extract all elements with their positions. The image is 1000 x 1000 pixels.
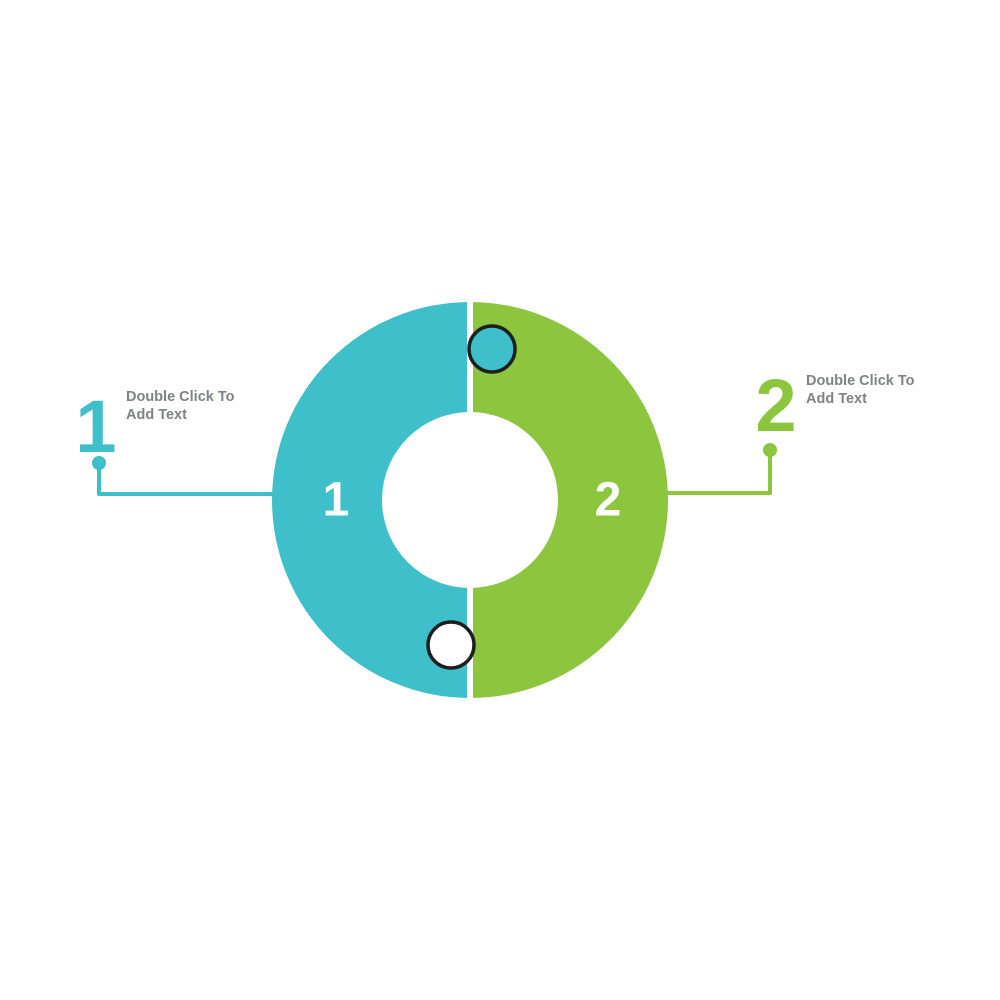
callout-2-number: 2 — [755, 364, 796, 447]
puzzle-tab-top-icon — [467, 324, 517, 374]
callout-2-text-line2[interactable]: Add Text — [806, 391, 867, 407]
callout-1-number: 1 — [75, 385, 116, 468]
donut-segment-1[interactable] — [272, 302, 470, 698]
callout-2-dot-icon — [763, 443, 777, 457]
callout-1-text-line2[interactable]: Add Text — [126, 407, 187, 423]
segment-seam — [467, 300, 473, 700]
callout-2-connector-line — [664, 454, 772, 495]
callout-2-text-line1[interactable]: Double Click To — [806, 373, 915, 389]
puzzle-notch-bottom-icon — [426, 620, 476, 670]
segment-1-ring-number: 1 — [323, 474, 350, 527]
donut-segment-2[interactable] — [470, 302, 668, 698]
callout-1-connector-line — [97, 466, 276, 496]
callout-1-dot-icon — [92, 456, 106, 470]
segment-2-ring-number: 2 — [595, 474, 622, 527]
callout-1-text-line1[interactable]: Double Click To — [126, 389, 235, 405]
